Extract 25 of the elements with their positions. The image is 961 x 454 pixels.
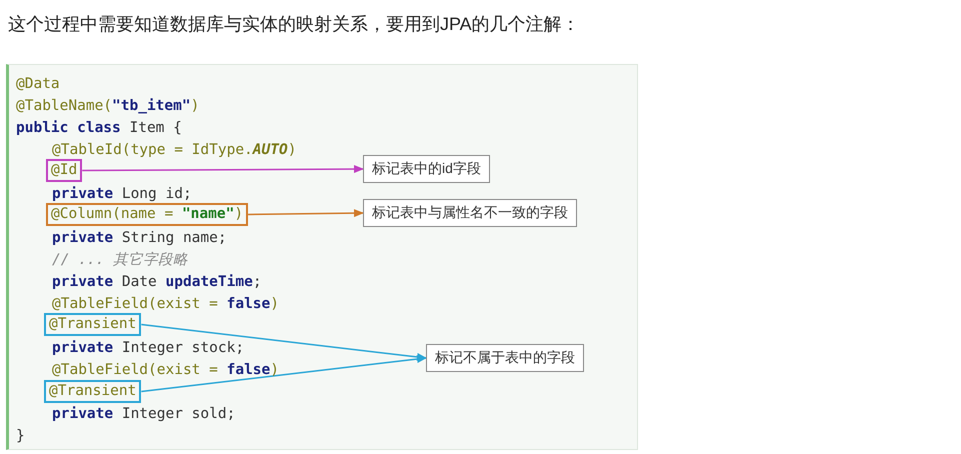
arrow — [141, 355, 427, 392]
code-line: private Date updateTime; — [52, 273, 262, 292]
highlighted-code: @Transient — [44, 380, 142, 403]
intro-text: 这个过程中需要知道数据库与实体的映射关系，要用到JPA的几个注解： — [8, 13, 580, 36]
code-line: private String name; — [52, 229, 227, 248]
code-line: public class Item { — [16, 119, 182, 138]
arrow — [141, 324, 427, 361]
code-line: } — [16, 427, 25, 446]
code-line: @TableName("tb_item") — [16, 97, 200, 116]
callout-box: 标记不属于表中的字段 — [426, 344, 584, 372]
highlighted-code: @Column(name = "name") — [46, 203, 248, 226]
highlighted-code: @Id — [46, 159, 82, 182]
callout-box: 标记表中与属性名不一致的字段 — [363, 199, 577, 227]
arrow — [248, 209, 364, 218]
code-line: private Integer sold; — [52, 405, 236, 424]
callout-box: 标记表中的id字段 — [363, 155, 490, 183]
code-line: @TableField(exist = false) — [52, 295, 279, 314]
highlighted-code: @Transient — [44, 313, 142, 336]
code-line: @TableField(exist = false) — [52, 361, 279, 380]
code-line: private Integer stock; — [52, 339, 244, 358]
arrow — [82, 165, 364, 174]
code-line: // ... 其它字段略 — [52, 250, 188, 270]
code-line: private Long id; — [52, 185, 192, 204]
code-line: @Data — [16, 75, 60, 94]
code-line: @TableId(type = IdType.AUTO) — [52, 141, 296, 160]
